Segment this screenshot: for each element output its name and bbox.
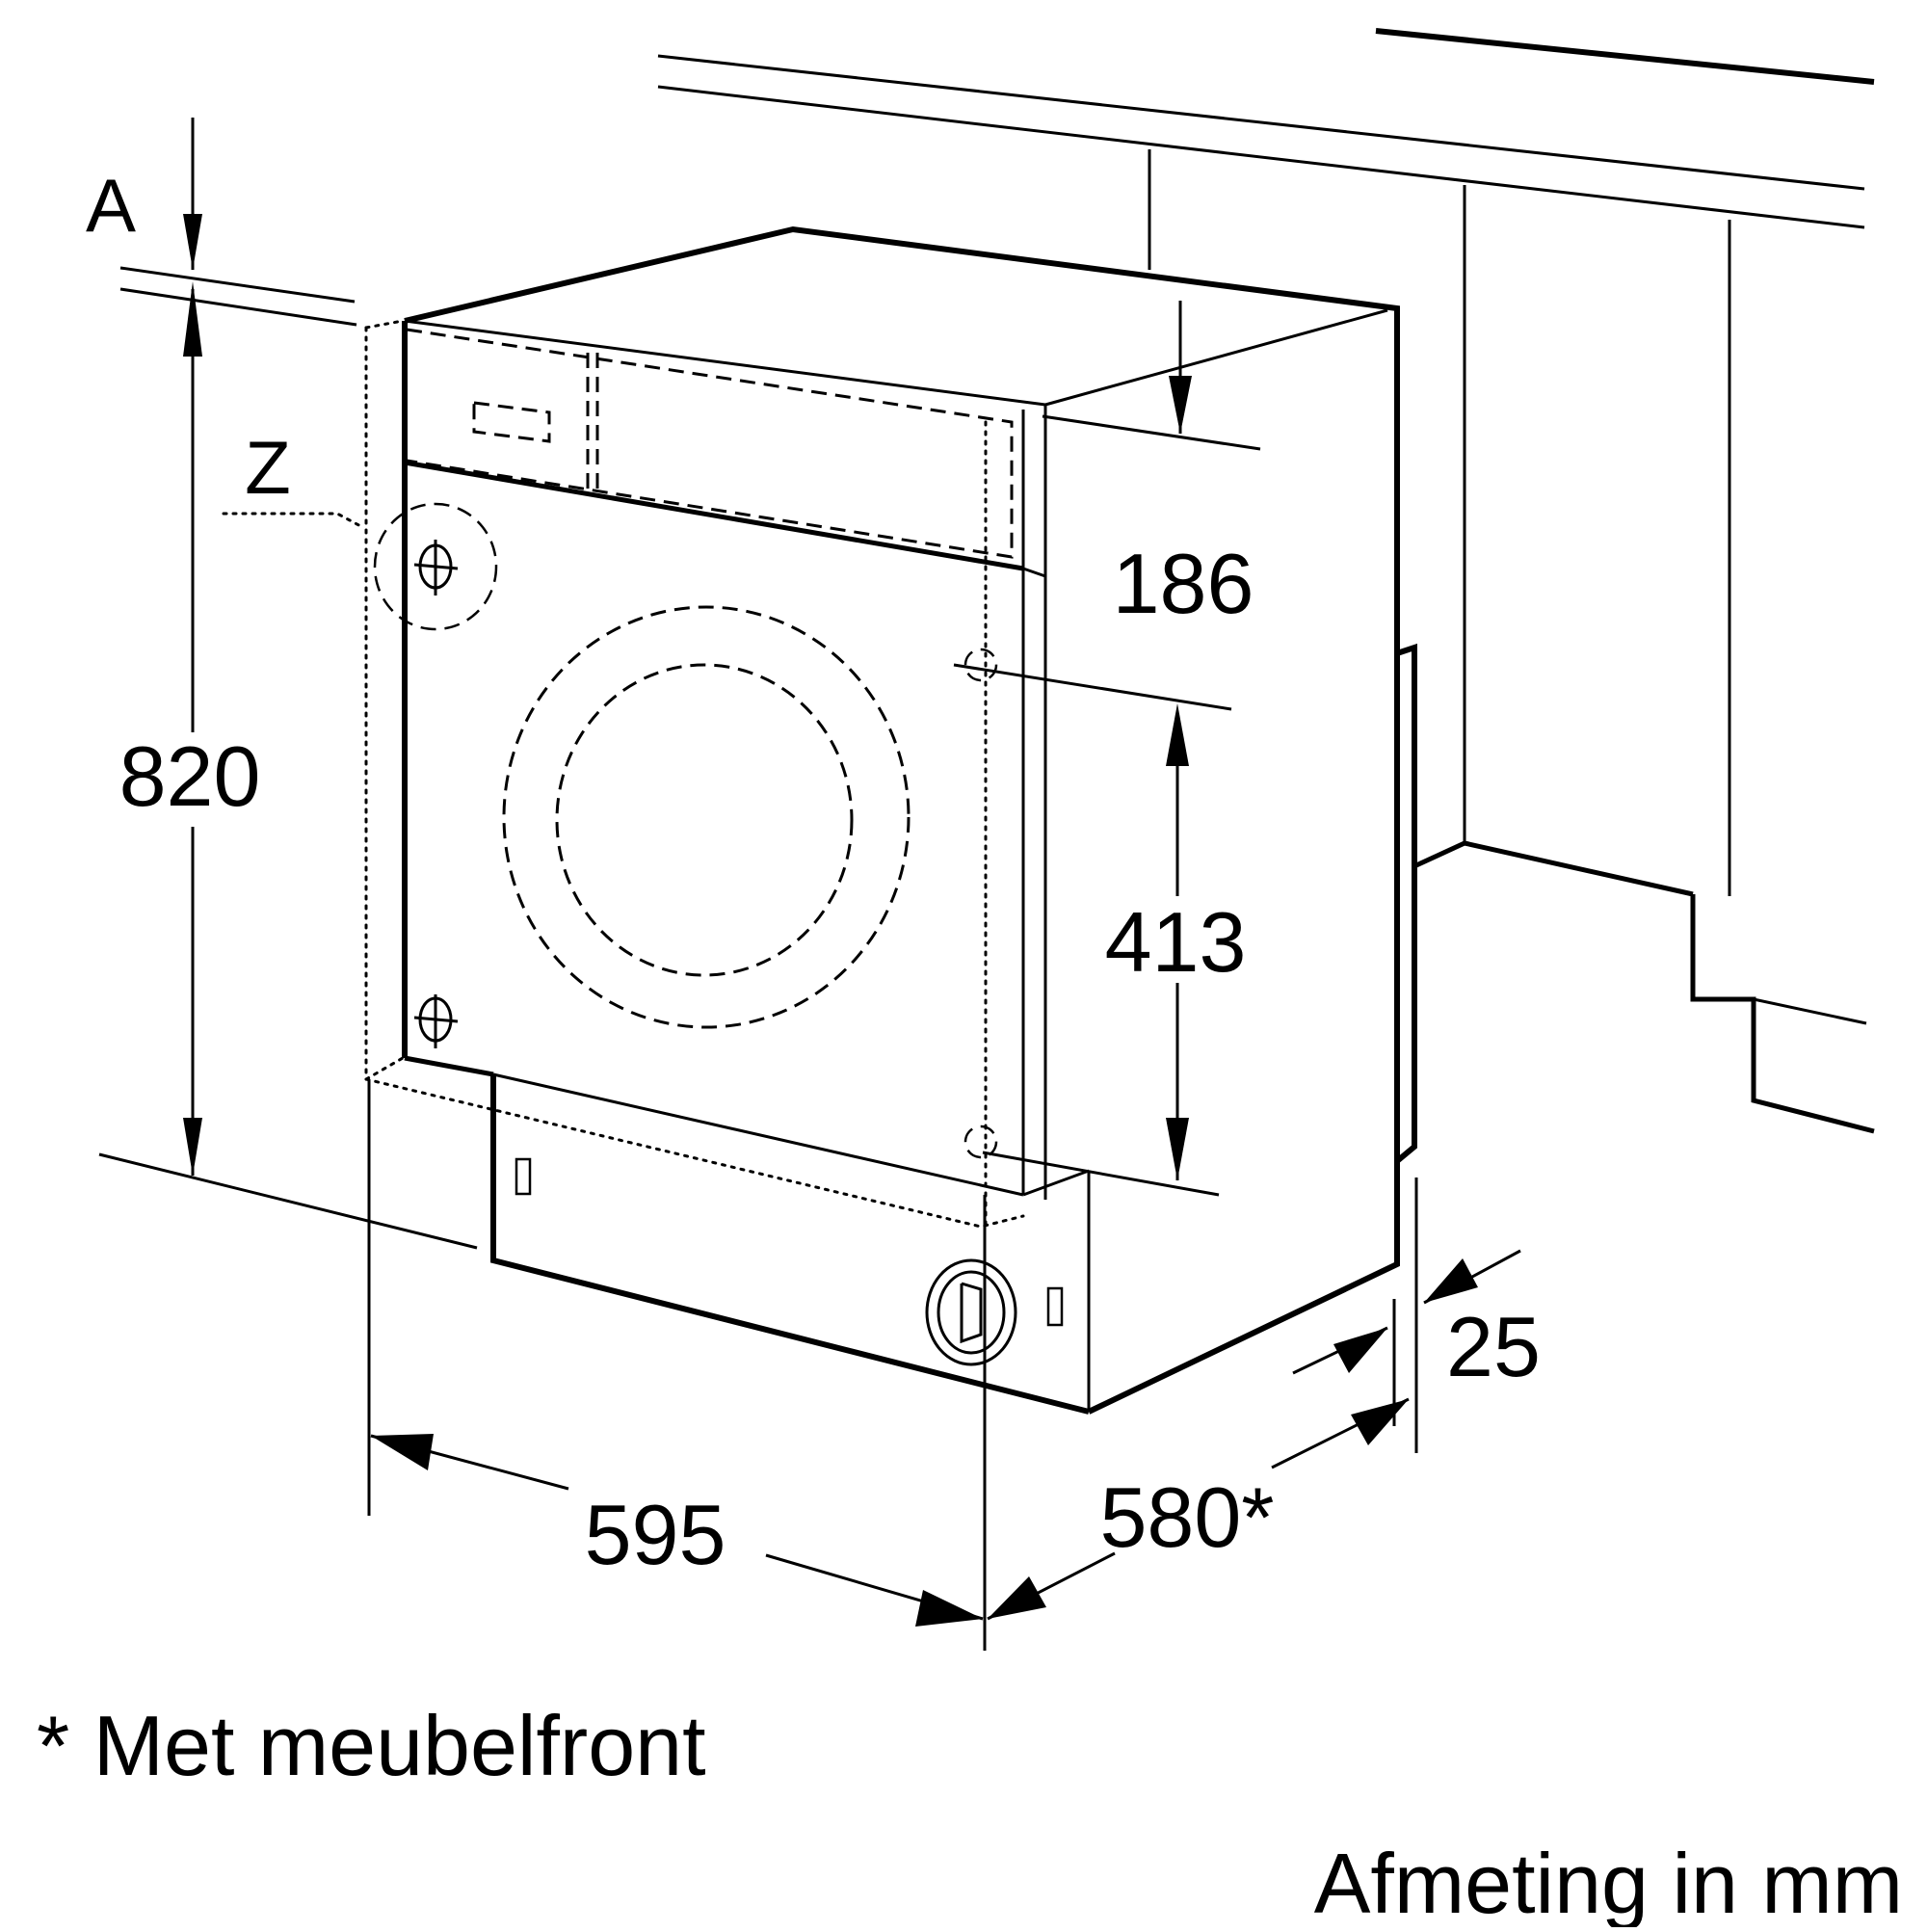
door-outer-ring — [502, 605, 911, 1029]
dim-186: 186 — [1113, 536, 1254, 631]
worktop — [657, 28, 1875, 270]
dim-413: 413 — [1105, 894, 1247, 990]
fixing-points — [373, 502, 498, 1048]
unit-note: Afmeting in mm — [1314, 1836, 1903, 1927]
dim-595: 595 — [585, 1487, 726, 1582]
dim-580: 580* — [1099, 1469, 1274, 1565]
label-z: Z — [245, 425, 291, 510]
dim-820: 820 — [119, 728, 261, 824]
detail-circle-z — [373, 502, 498, 631]
hidden-details — [406, 328, 1014, 1159]
appliance-door-panel — [1395, 643, 1417, 1164]
door-inner-ring — [555, 663, 854, 977]
dimension-580-25 — [987, 1178, 1521, 1621]
labels: A Z 820 186 413 595 580* 25 * Met meubel… — [37, 163, 1903, 1931]
dimension-595 — [367, 1079, 987, 1651]
dimension-186-413 — [953, 301, 1261, 1197]
footnote: * Met meubelfront — [37, 1698, 706, 1793]
appliance-body — [402, 225, 1400, 1415]
dimension-height-820 — [98, 118, 478, 1250]
niche-outline — [222, 319, 1025, 1229]
label-a: A — [86, 163, 136, 248]
adjacent-cabinet — [1414, 185, 1875, 1134]
dim-25: 25 — [1446, 1299, 1541, 1394]
